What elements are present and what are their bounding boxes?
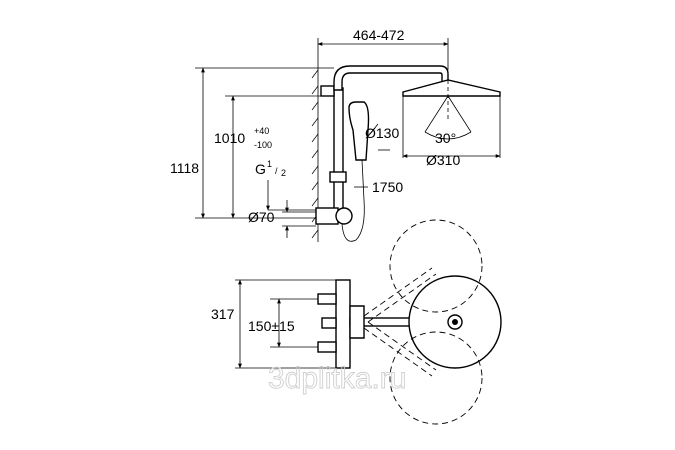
thermostat-top [335, 279, 351, 369]
slider-holder [329, 171, 347, 183]
label-mount-height: 1010 [214, 130, 245, 146]
top-view: 317 150±15 [211, 219, 502, 425]
upper-wall-bracket [320, 85, 335, 97]
arm-rotated-up [363, 267, 433, 317]
head-center-dot [452, 319, 458, 325]
hand-shower-top [349, 305, 365, 339]
label-total-height: 1118 [170, 160, 199, 176]
label-arm-reach: 464-472 [353, 27, 405, 43]
riser-pipe [333, 87, 344, 211]
label-spray-angle: 30° [435, 130, 456, 146]
spray-angle-arc [424, 131, 472, 140]
spray-line-left [424, 95, 449, 133]
inlet-lower [317, 341, 337, 353]
label-mount-tol-minus: -100 [254, 140, 272, 150]
label-thread-g: G [255, 161, 266, 177]
head-rotated-down [389, 331, 483, 425]
arm-rotated-down [363, 327, 433, 377]
head-rotated-up [389, 219, 483, 313]
label-head-diameter: Ø310 [426, 152, 460, 168]
label-inlet-spacing: 150±15 [248, 318, 295, 334]
inlet-upper [317, 293, 337, 305]
label-handshower-diameter: Ø130 [365, 125, 399, 141]
hand-shower [348, 101, 370, 161]
label-width-total: 317 [211, 306, 235, 322]
label-hose-length: 1750 [372, 179, 403, 195]
label-thread-den: 2 [281, 168, 286, 178]
head-shower [402, 79, 501, 97]
side-view: 464-472 Ø310 30° Ø130 1750 1118 1010 +40… [170, 27, 501, 242]
label-thermostat-diameter: Ø70 [248, 209, 275, 225]
label-thread-slash: / [275, 166, 278, 176]
watermark: 3dplitka.ru [268, 362, 406, 395]
spray-line-right [447, 95, 472, 133]
label-thread-num: 1 [267, 159, 272, 169]
label-mount-tol-plus: +40 [254, 126, 269, 136]
thermostat-body [315, 207, 339, 225]
thermostat-knob [335, 207, 353, 225]
inlet-mid [321, 317, 337, 329]
hose [341, 159, 365, 242]
